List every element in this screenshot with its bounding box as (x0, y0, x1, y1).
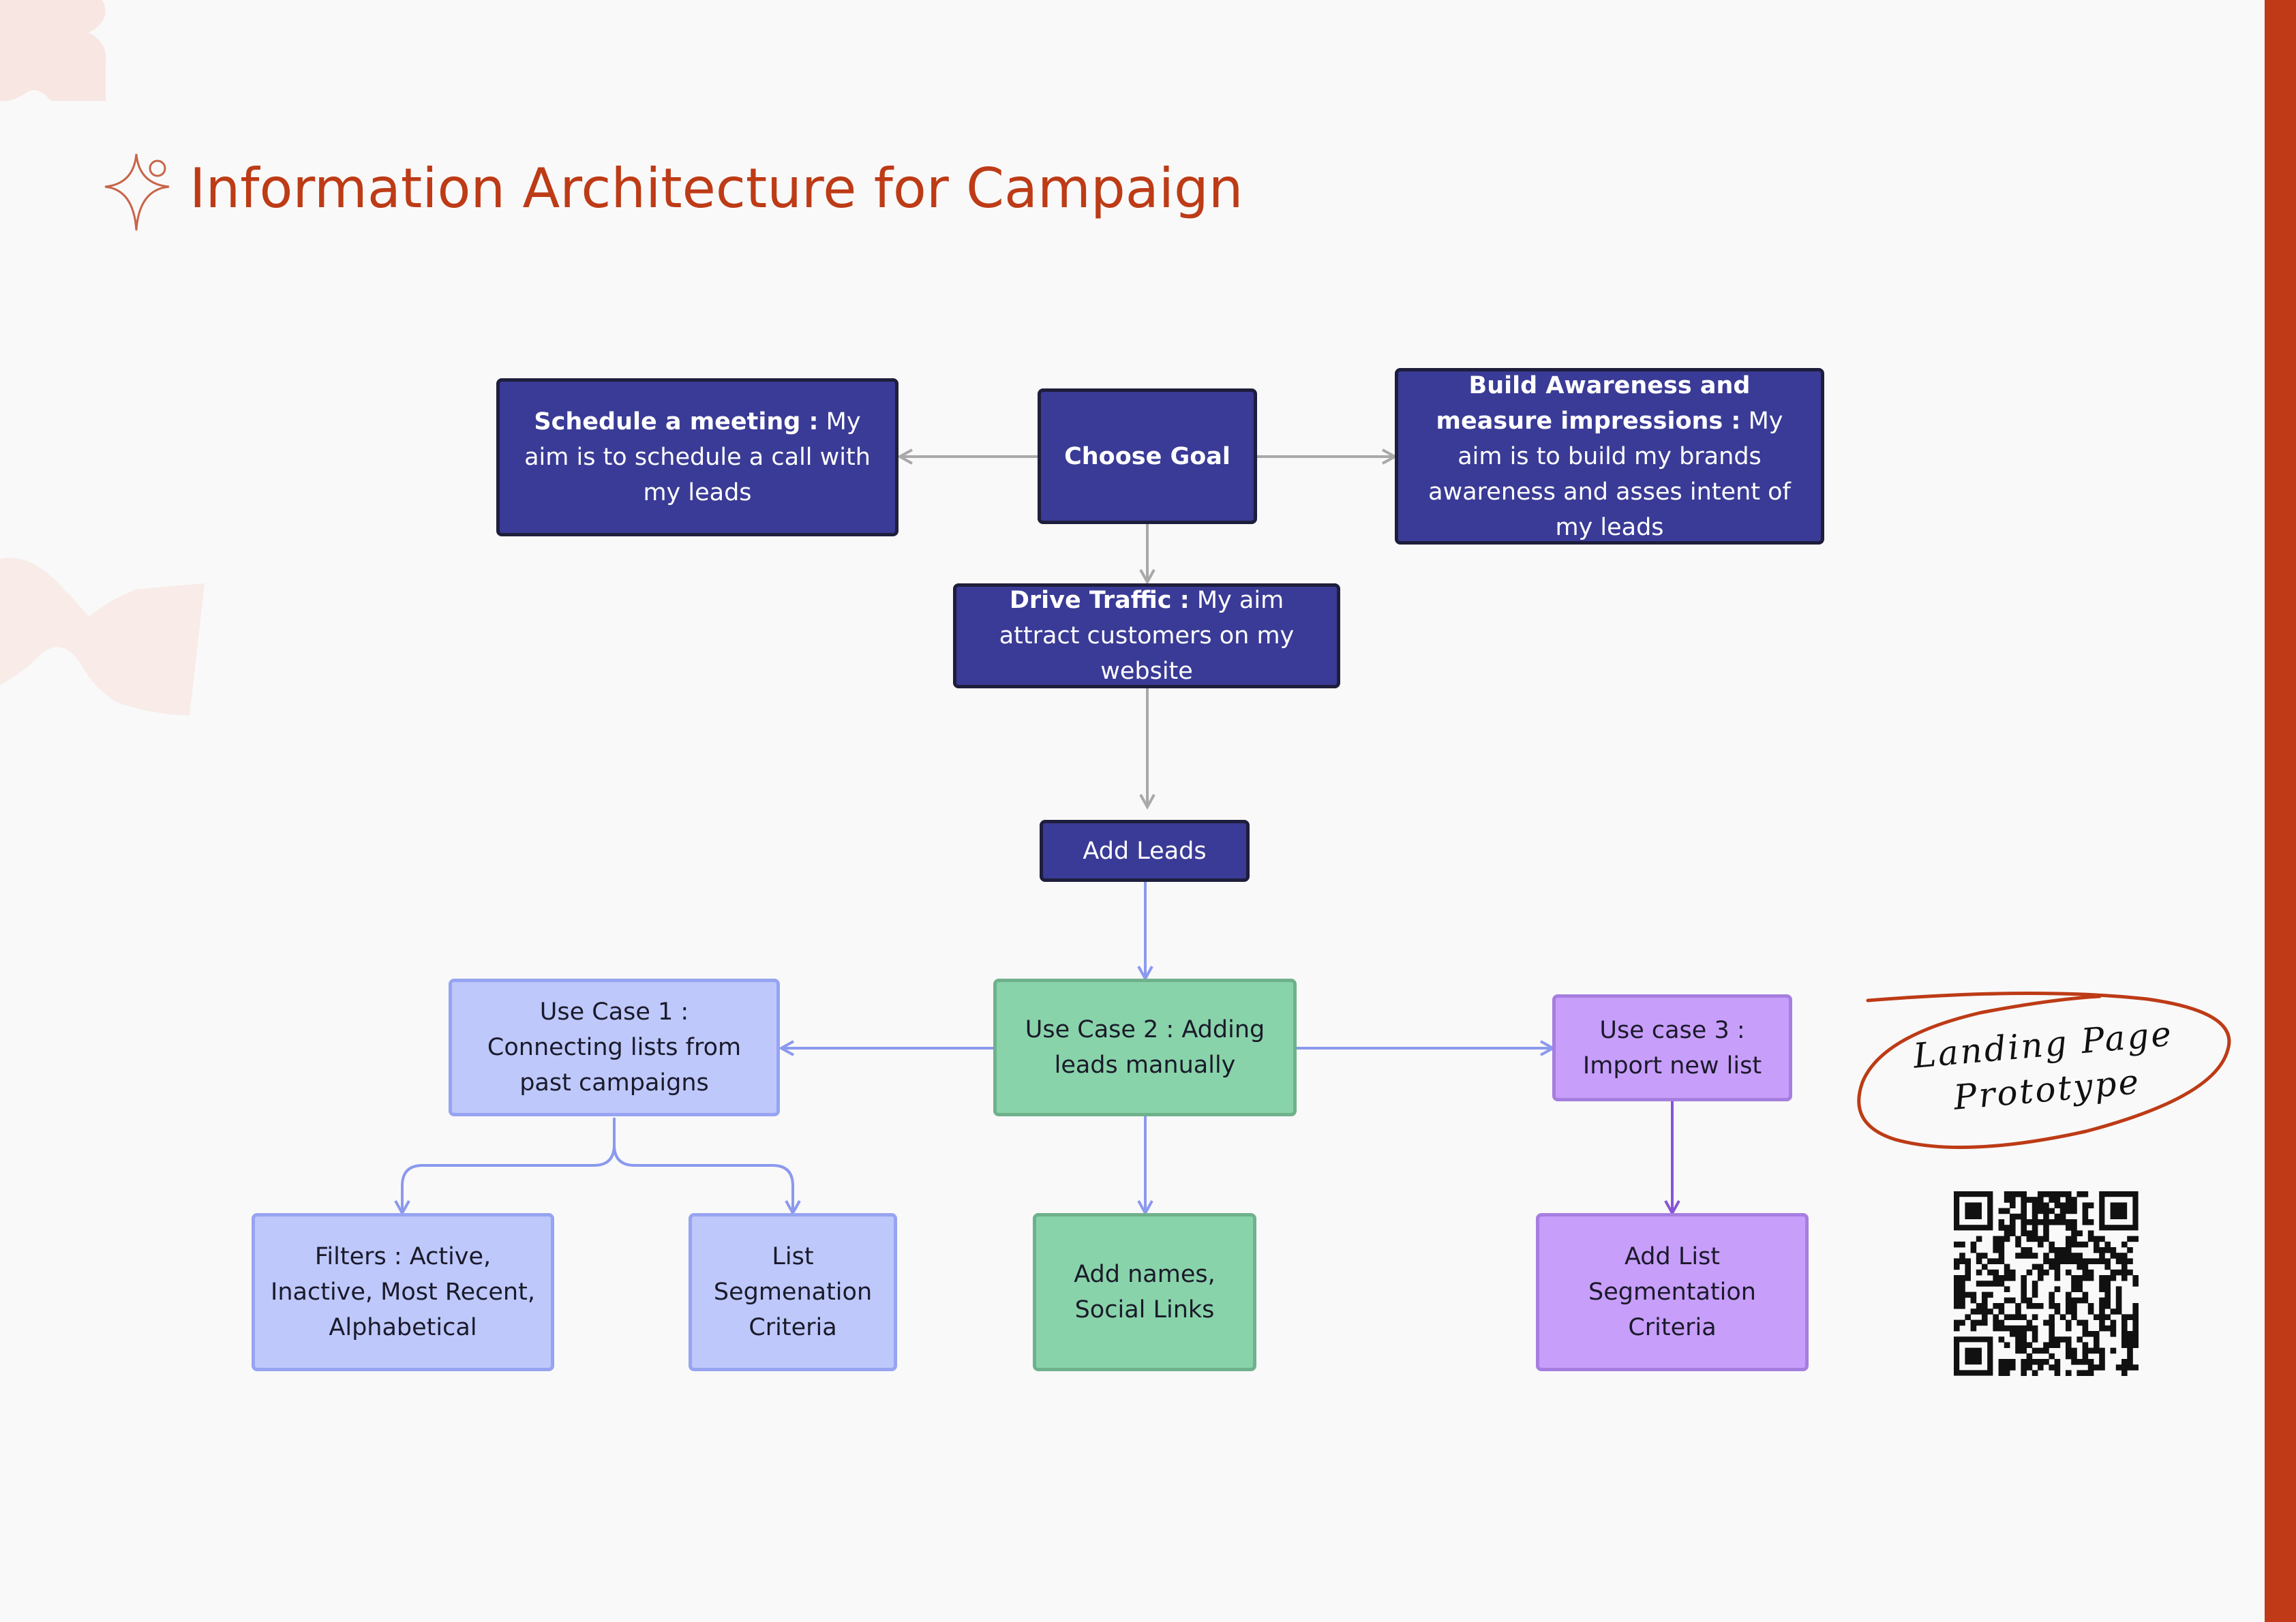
schedule-meeting-label: Schedule a meeting : (534, 408, 819, 435)
add-leads-label: Add Leads (1083, 837, 1207, 865)
build-awareness-label: Build Awareness and measure impressions … (1436, 371, 1751, 435)
drive-traffic-node: Drive Traffic : My aim attract customers… (953, 583, 1340, 688)
use-case-1-label: Use Case 1 : Connecting lists from past … (487, 998, 742, 1097)
build-awareness-text: Build Awareness and measure impressions … (1412, 368, 1807, 545)
build-awareness-node: Build Awareness and measure impressions … (1395, 368, 1824, 545)
filters-label: Filters : Active, Inactive, Most Recent,… (271, 1243, 535, 1341)
add-names-node: Add names, Social Links (1033, 1213, 1256, 1371)
page-title: Information Architecture for Campaign (190, 157, 1243, 220)
list-segmentation-label: List Segmenation Criteria (713, 1243, 873, 1341)
use-case-2-node: Use Case 2 : Adding leads manually (993, 979, 1297, 1116)
arrow-usecase1-to-listseg (613, 1118, 793, 1213)
use-case-3-node: Use case 3 : Import new list (1552, 994, 1792, 1101)
add-list-segmentation-label: Add List Segmentation Criteria (1588, 1243, 1756, 1341)
add-leads-node: Add Leads (1040, 820, 1250, 882)
arrow-usecase1-to-filters (402, 1118, 616, 1213)
drive-traffic-text: Drive Traffic : My aim attract customers… (973, 583, 1320, 689)
choose-goal-node: Choose Goal (1038, 388, 1257, 524)
schedule-meeting-node: Schedule a meeting : My aim is to schedu… (496, 378, 898, 536)
filters-node: Filters : Active, Inactive, Most Recent,… (252, 1213, 554, 1371)
build-awareness-desc: My aim is to build my brands awareness a… (1428, 407, 1791, 541)
use-case-2-label: Use Case 2 : Adding leads manually (1025, 1016, 1265, 1079)
add-names-label: Add names, Social Links (1074, 1261, 1215, 1323)
right-accent-bar (2265, 0, 2296, 1622)
side-blob-shape (0, 557, 205, 716)
schedule-meeting-desc: My aim is to schedule a call with my lea… (524, 408, 871, 506)
use-case-3-label: Use case 3 : Import new list (1582, 1016, 1762, 1080)
choose-goal-label: Choose Goal (1064, 442, 1230, 470)
drive-traffic-desc: My aim attract customers on my website (999, 587, 1295, 685)
sparkle-icon (104, 153, 170, 231)
add-list-segmentation-node: Add List Segmentation Criteria (1536, 1213, 1809, 1371)
schedule-meeting-text: Schedule a meeting : My aim is to schedu… (516, 404, 879, 510)
corner-blob-shape (0, 0, 106, 102)
list-segmentation-node: List Segmenation Criteria (689, 1213, 897, 1371)
drive-traffic-label: Drive Traffic : (1009, 587, 1190, 614)
use-case-1-node: Use Case 1 : Connecting lists from past … (449, 979, 780, 1116)
